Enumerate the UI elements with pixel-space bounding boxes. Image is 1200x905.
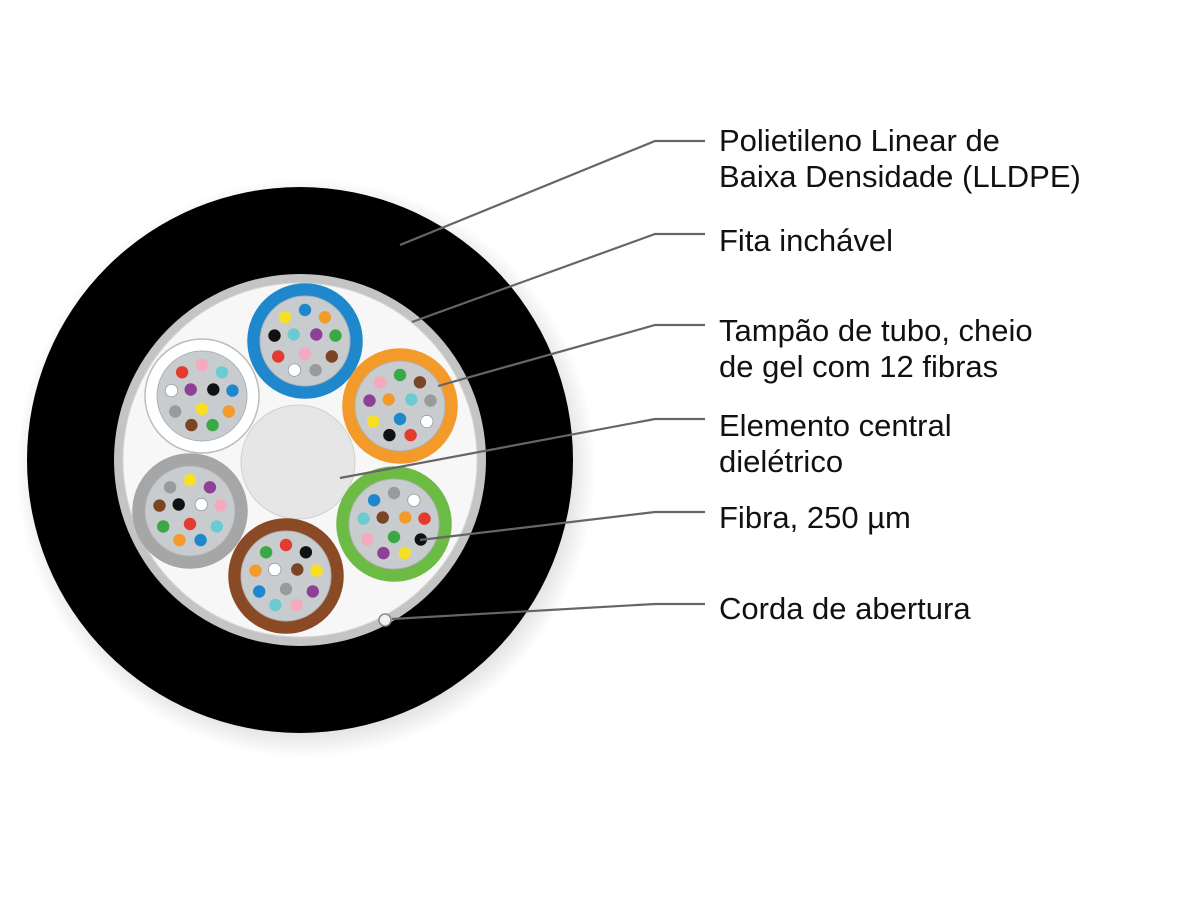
fiber: [222, 405, 235, 418]
fiber: [424, 394, 437, 407]
fiber: [318, 311, 332, 324]
fiber: [376, 511, 389, 524]
fiber: [382, 393, 395, 406]
fiber: [185, 418, 198, 432]
fiber: [164, 383, 179, 398]
fiber: [272, 350, 285, 363]
fiber: [420, 414, 434, 429]
fiber: [393, 412, 407, 426]
tube-white: [144, 338, 260, 454]
fiber: [405, 393, 418, 406]
fiber: [153, 499, 166, 512]
fiber: [279, 538, 293, 552]
fiber: [195, 358, 209, 372]
fiber: [169, 405, 182, 418]
fiber: [287, 363, 301, 377]
fiber: [157, 520, 170, 533]
fiber: [278, 311, 292, 324]
fiber: [259, 546, 273, 559]
fiber: [249, 564, 262, 577]
fiber: [329, 329, 342, 342]
fiber: [309, 363, 322, 377]
fiber: [207, 383, 220, 396]
fiber: [407, 493, 421, 507]
leader-tampao: [437, 323, 705, 388]
fiber: [299, 546, 313, 559]
fiber: [361, 533, 374, 546]
fiber: [373, 376, 387, 389]
fiber: [377, 546, 390, 560]
fiber: [195, 402, 209, 416]
fiber: [418, 512, 431, 525]
fiber: [325, 350, 338, 363]
fiber: [367, 494, 381, 507]
label-tampao-de-tubo: Tampão de tubo, cheio de gel com 12 fibr…: [719, 313, 1033, 384]
fiber: [298, 347, 312, 361]
leader-elemento: [339, 417, 705, 480]
fiber: [194, 497, 208, 512]
leader-fibra: [419, 510, 705, 542]
fiber: [184, 383, 197, 396]
tube-brown: [228, 518, 344, 634]
fiber: [287, 328, 300, 341]
fiber: [163, 481, 177, 494]
fiber: [279, 582, 293, 596]
fiber: [203, 481, 217, 494]
fiber: [269, 598, 282, 612]
leader-corda: [391, 602, 705, 621]
fiber: [298, 303, 312, 317]
fiber: [268, 329, 281, 342]
central-dielectric-member: [240, 404, 356, 520]
fiber: [210, 520, 223, 533]
fiber: [291, 563, 304, 576]
leader-lines: [339, 139, 705, 621]
fiber: [367, 415, 380, 428]
fiber: [268, 562, 282, 577]
tube-orange: [342, 348, 458, 464]
fiber: [290, 598, 303, 612]
fiber: [398, 546, 411, 560]
label-lldpe: Polietileno Linear de Baixa Densidade (L…: [719, 123, 1081, 194]
leader-lldpe: [399, 139, 705, 247]
fiber: [393, 368, 407, 382]
fiber: [175, 366, 189, 379]
ripcord: [378, 613, 392, 627]
fiber: [310, 328, 323, 341]
fiber: [172, 498, 185, 511]
tube-blue: [247, 283, 363, 399]
fiber: [214, 499, 227, 512]
fiber: [215, 366, 229, 379]
fiber: [413, 376, 427, 389]
fiber: [310, 564, 323, 577]
fiber: [306, 585, 319, 598]
fiber: [404, 428, 417, 442]
fiber: [363, 394, 376, 407]
fiber: [387, 486, 401, 500]
tube-green: [336, 466, 452, 582]
fiber: [194, 533, 207, 547]
label-fita-inchavel: Fita inchável: [719, 223, 894, 258]
fiber: [183, 473, 197, 487]
fiber: [383, 428, 396, 442]
fiber: [206, 418, 219, 432]
leader-fita: [411, 232, 705, 324]
fiber: [183, 517, 197, 531]
fiber: [387, 530, 401, 544]
fiber: [253, 585, 266, 598]
fiber: [173, 533, 186, 547]
loose-tubes: [132, 283, 458, 634]
fiber: [226, 384, 239, 397]
label-fibra: Fibra, 250 µm: [719, 500, 911, 535]
tube-gray: [132, 453, 248, 569]
label-elemento-central: Elemento central dielétrico: [719, 408, 952, 479]
fiber: [357, 512, 370, 525]
fiber: [399, 511, 412, 524]
label-corda-de-abertura: Corda de abertura: [719, 591, 971, 626]
